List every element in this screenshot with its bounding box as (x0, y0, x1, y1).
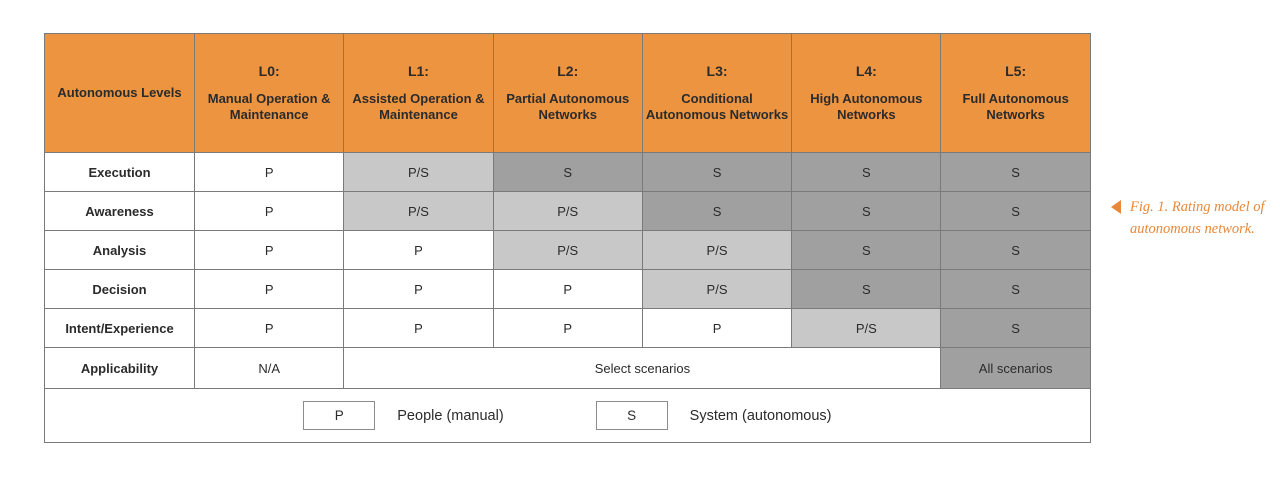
column-name-l1: Assisted Operation & Maintenance (352, 91, 485, 123)
cell-applicability-l0: N/A (193, 347, 345, 389)
column-header-l2: L2: Partial Autonomous Networks (492, 33, 643, 153)
column-name-l3: Conditional Autonomous Networks (645, 91, 789, 123)
column-code-l5: L5: (1005, 62, 1027, 79)
column-header-l3: L3: Conditional Autonomous Networks (641, 33, 793, 153)
legend-container: P People (manual) S System (autonomous) (44, 388, 1091, 443)
cell-applicability-all-scenarios: All scenarios (940, 347, 1091, 389)
table-row: Intent/Experience P P P P P/S S (44, 308, 1091, 348)
cell-awareness-l5: S (940, 191, 1091, 231)
cell-execution-l3: S (641, 152, 793, 192)
legend-item-system: S System (autonomous) (595, 401, 832, 430)
table-row: Analysis P P P/S P/S S S (44, 230, 1091, 270)
column-header-l1: L1: Assisted Operation & Maintenance (343, 33, 494, 153)
row-label-decision: Decision (44, 269, 195, 309)
cell-intent-l3: P (641, 308, 793, 348)
row-label-analysis: Analysis (44, 230, 195, 270)
row-label-awareness: Awareness (44, 191, 195, 231)
row-label-execution: Execution (44, 152, 195, 192)
column-name-l0: Manual Operation & Maintenance (207, 91, 331, 123)
table-body: Execution P P/S S S S S Awareness P P/S … (44, 152, 1091, 443)
column-code-l3: L3: (706, 62, 728, 79)
cell-awareness-l3: S (641, 191, 793, 231)
column-code-l1: L1: (407, 62, 429, 79)
column-header-l4: L4: High Autonomous Networks (791, 33, 942, 153)
column-name-l4: High Autonomous Networks (810, 91, 923, 123)
cell-execution-l4: S (791, 152, 942, 192)
cell-execution-l0: P (193, 152, 345, 192)
table-row-applicability: Applicability N/A Select scenarios All s… (44, 347, 1091, 389)
cell-decision-l1: P (343, 269, 494, 309)
table-row: Execution P P/S S S S S (44, 152, 1091, 192)
cell-decision-l2: P (492, 269, 643, 309)
cell-analysis-l2: P/S (492, 230, 643, 270)
cell-awareness-l2: P/S (492, 191, 643, 231)
cell-awareness-l0: P (193, 191, 345, 231)
row-label-intent-experience: Intent/Experience (44, 308, 195, 348)
cell-decision-l5: S (940, 269, 1091, 309)
cell-analysis-l5: S (940, 230, 1091, 270)
table-row: Awareness P P/S P/S S S S (44, 191, 1091, 231)
column-header-l0: L0: Manual Operation & Maintenance (193, 33, 345, 153)
cell-analysis-l4: S (791, 230, 942, 270)
cell-execution-l2: S (492, 152, 643, 192)
legend-symbol-s: S (595, 401, 668, 430)
table-row: Decision P P P P/S S S (44, 269, 1091, 309)
cell-execution-l5: S (940, 152, 1091, 192)
cell-intent-l0: P (193, 308, 345, 348)
cell-intent-l1: P (343, 308, 494, 348)
figure-caption: Fig. 1. Rating model of autonomous netwo… (1111, 196, 1273, 240)
cell-applicability-select-scenarios: Select scenarios (343, 347, 942, 389)
column-code-l2: L2: (557, 62, 579, 79)
header-row: Autonomous Levels L0: Manual Operation &… (44, 33, 1091, 153)
cell-awareness-l1: P/S (343, 191, 494, 231)
cell-decision-l3: P/S (641, 269, 793, 309)
cell-awareness-l4: S (791, 191, 942, 231)
cell-intent-l4: P/S (791, 308, 942, 348)
column-name-l5: Full Autonomous Networks (962, 91, 1069, 123)
table-row-legend: P People (manual) S System (autonomous) (44, 388, 1091, 443)
cell-analysis-l0: P (193, 230, 345, 270)
column-header-l5: L5: Full Autonomous Networks (940, 33, 1091, 153)
column-name-l2: Partial Autonomous Networks (506, 91, 630, 123)
legend-symbol-p: P (303, 401, 376, 430)
cell-decision-l0: P (193, 269, 345, 309)
table-header: Autonomous Levels L0: Manual Operation &… (44, 33, 1091, 153)
legend-item-people: P People (manual) (303, 401, 504, 430)
row-label-applicability: Applicability (44, 347, 195, 389)
figure-caption-text: Fig. 1. Rating model of autonomous netwo… (1130, 199, 1265, 238)
header-corner-autonomous-levels: Autonomous Levels (44, 33, 195, 153)
cell-intent-l2: P (492, 308, 643, 348)
cell-execution-l1: P/S (343, 152, 494, 192)
legend-description-people: People (manual) (397, 407, 504, 424)
cell-analysis-l1: P (343, 230, 494, 270)
legend-description-system: System (autonomous) (689, 407, 832, 424)
column-code-l0: L0: (258, 62, 280, 79)
cell-decision-l4: S (791, 269, 942, 309)
autonomous-levels-matrix: Autonomous Levels L0: Manual Operation &… (44, 33, 1091, 443)
triangle-left-icon (1111, 200, 1121, 214)
cell-analysis-l3: P/S (641, 230, 793, 270)
column-code-l4: L4: (855, 62, 877, 79)
cell-intent-l5: S (940, 308, 1091, 348)
